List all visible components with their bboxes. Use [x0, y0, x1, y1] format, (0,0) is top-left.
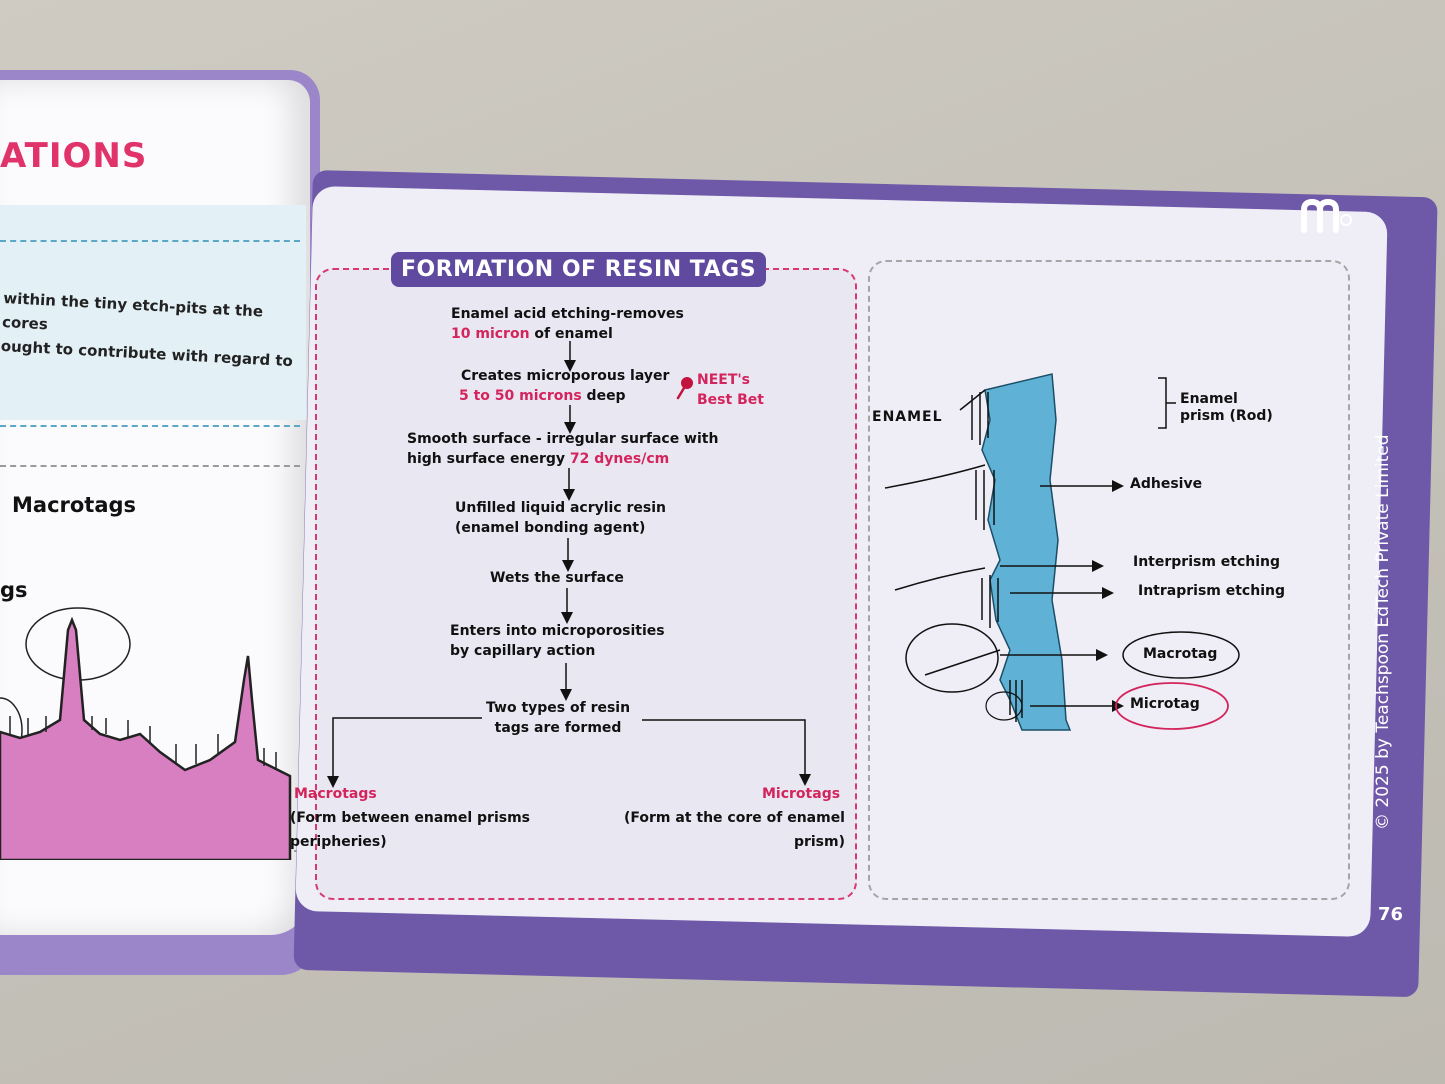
publisher-logo-icon: [1301, 198, 1352, 233]
flow-step-text: Unfilled liquid acrylic resin: [455, 500, 667, 516]
flow-step-text: Two types of resin: [486, 700, 631, 716]
flowchart-title: FORMATION OF RESIN TAGS: [391, 252, 767, 287]
interprism-etching-label: Interprism etching: [1133, 554, 1281, 570]
macrotags-branch-title: Macrotags: [294, 786, 377, 802]
neet-text: Best Bet: [697, 392, 764, 408]
flow-step-text: (enamel bonding agent): [455, 520, 646, 536]
flowchart-panel: [315, 268, 857, 900]
flow-step-5: Wets the surface: [490, 570, 624, 586]
flow-step-text: prism): [793, 834, 845, 850]
flow-step-text: Creates microporous layer: [461, 368, 670, 384]
divider: [0, 465, 300, 467]
adhesive-label: Adhesive: [1130, 476, 1203, 492]
microtags-label-partial: gs: [0, 578, 28, 602]
flow-step-1: Enamel acid etching-removes 10 micron of…: [451, 304, 684, 344]
left-page: ATIONS within the tiny etch-pits at the …: [0, 80, 310, 935]
flow-step-text: (Form at the core of enamel: [624, 810, 845, 826]
left-page-heading: ATIONS: [0, 136, 148, 176]
neet-best-bet-badge: NEET's Best Bet: [697, 370, 764, 410]
intraprism-etching-label: Intraprism etching: [1138, 583, 1285, 599]
divider: [0, 425, 300, 427]
page-number: 76: [1378, 904, 1404, 925]
flow-step-text: (Form between enamel prisms: [290, 810, 530, 826]
flow-step-7: Two types of resin tags are formed: [486, 698, 630, 738]
flow-step-text: Smooth surface - irregular surface with: [407, 431, 719, 447]
flow-highlight: 72 dynes/cm: [569, 451, 670, 467]
enamel-label: ENAMEL: [872, 409, 943, 425]
flow-step-text: by capillary action: [450, 643, 596, 659]
macrotag-label: Macrotag: [1143, 646, 1218, 662]
enamel-prism-label: Enamel prism (Rod): [1180, 391, 1273, 425]
enamel-diagram-panel: [868, 260, 1350, 900]
flow-step-4: Unfilled liquid acrylic resin (enamel bo…: [455, 498, 666, 538]
neet-text: NEET's: [697, 372, 751, 388]
flow-step-text: high surface energy: [407, 451, 570, 467]
flow-step-text: Enters into microporosities: [450, 623, 665, 639]
flow-step-text: of enamel: [529, 326, 613, 342]
macrotags-label: Macrotags: [12, 493, 137, 517]
diagram-text: prism (Rod): [1180, 408, 1273, 424]
resin-tag-illustration: [0, 607, 292, 860]
microtags-branch-title: Microtags: [762, 786, 841, 802]
flow-step-text: Enamel acid etching-removes: [451, 306, 684, 322]
divider: [0, 240, 300, 242]
macrotags-branch-desc: (Form between enamel prisms peripheries): [290, 806, 530, 854]
diagram-text: Enamel: [1180, 391, 1238, 407]
pushpin-icon: [676, 377, 693, 400]
flow-highlight: 10 micron: [451, 326, 530, 342]
flow-step-text: peripheries): [290, 834, 387, 850]
microtags-branch-desc: (Form at the core of enamel prism): [611, 806, 845, 854]
flow-highlight: 5 to 50 microns: [459, 388, 582, 404]
flow-step-text: tags are formed: [494, 720, 622, 736]
flow-step-3: Smooth surface - irregular surface with …: [407, 429, 718, 469]
flow-step-2: Creates microporous layer 5 to 50 micron…: [459, 366, 670, 406]
microtag-label: Microtag: [1130, 696, 1200, 712]
flow-step-6: Enters into microporosities by capillary…: [450, 621, 665, 661]
flow-step-text: deep: [581, 388, 626, 404]
